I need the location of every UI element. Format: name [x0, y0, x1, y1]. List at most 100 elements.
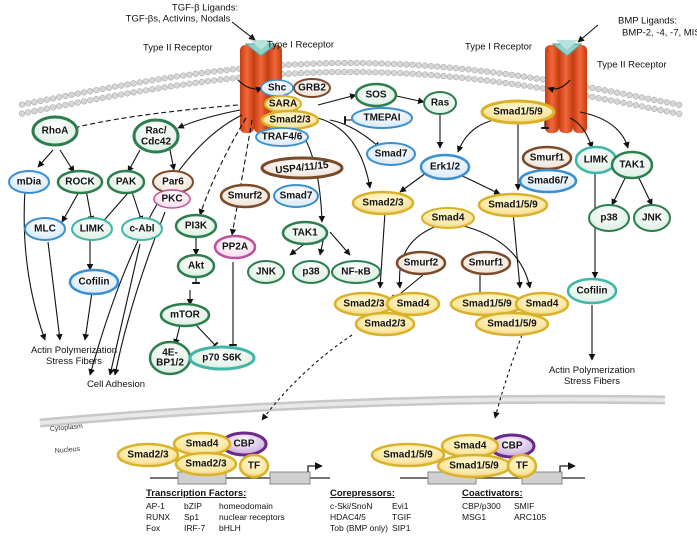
node-label: Smad2/3 [127, 450, 169, 461]
bmp-receptor-complex [545, 40, 587, 133]
legend-title: Coactivators: [462, 488, 523, 499]
node-label: PP2A [222, 242, 248, 253]
node-label: Smurf2 [404, 258, 439, 269]
node-cx-smad23b: Smad2/3 [354, 311, 416, 337]
node-rock: ROCK [56, 169, 104, 195]
node-label: Smad7 [280, 191, 313, 202]
legend-title: Transcription Factors: [146, 488, 246, 499]
node-label: Smad1/5/9 [487, 319, 537, 330]
node-limk-r: LIMK [574, 145, 618, 175]
actin-left-line2: Stress Fibers [46, 356, 102, 367]
node-label: mTOR [170, 310, 201, 321]
node-sos: SOS [354, 82, 398, 108]
node-label: Smurf2 [228, 191, 263, 202]
node-nfkb: NF-κB [331, 260, 381, 284]
node-label: Shc [268, 83, 287, 94]
legend-entry: nuclear receptors [219, 512, 285, 522]
node-label: TMEPAI [363, 113, 400, 124]
node-label: CBP [233, 439, 254, 450]
node-cx-smad4b: Smad4 [514, 291, 570, 317]
node-label: Par6 [162, 177, 184, 188]
node-nr-smad159b: Smad1/5/9 [436, 453, 512, 479]
node-label: Smad7 [375, 149, 408, 160]
node-label: BP1/2 [156, 358, 184, 369]
node-label: GRB2 [298, 83, 326, 94]
node-label: Smad1/5/9 [488, 200, 538, 211]
legend-entry: bHLH [219, 523, 241, 533]
node-label: CBP [501, 441, 522, 452]
node-label: Smad2/3 [364, 319, 406, 330]
node-smad23-top: Smad2/3 [260, 109, 320, 131]
pathway-edges [23, 21, 653, 421]
node-tmepai: TMEPAI [351, 107, 413, 129]
node-label: 4E- [162, 348, 178, 359]
bmp-ligand-list: BMP-2, -4, -7, MIS [622, 28, 697, 39]
node-ras: Ras [423, 91, 457, 115]
node-label: Smad6/7 [527, 176, 569, 187]
node-limk-l: LIMK [71, 217, 113, 241]
node-nl-smad4: Smad4 [172, 431, 232, 457]
node-pp2a: PP2A [213, 234, 257, 260]
node-cofilin-r: Cofilin [566, 277, 618, 305]
left-type1-receptor-label: Type I Receptor [267, 40, 334, 51]
legend-entry: HDAC4/5 [330, 512, 366, 522]
bmp-ligand-title: BMP Ligands: [618, 16, 677, 27]
node-label: PAK [116, 177, 137, 188]
node-smurf1-m: Smurf1 [460, 250, 512, 276]
node-label: PKC [161, 194, 182, 205]
node-label: Smad4 [432, 213, 465, 224]
node-label: MLC [34, 224, 56, 235]
node-p70: p70 S6K [188, 345, 256, 371]
legend-entry: IRF-7 [184, 523, 206, 533]
node-label: Smad1/5/9 [493, 107, 543, 118]
node-nl-tf: TF [238, 453, 270, 479]
node-label: Smad4 [397, 299, 430, 310]
node-traf46: TRAF4/6 [255, 127, 309, 147]
legend-entry: bZIP [184, 501, 202, 511]
legend-entry: Fox [146, 523, 161, 533]
node-label: SOS [365, 90, 386, 101]
node-label: NF-κB [341, 267, 370, 278]
node-smad4-mid: Smad4 [421, 207, 475, 229]
node-label: Smad2/3 [343, 299, 385, 310]
node-p38-r: p38 [588, 204, 630, 232]
node-label: Smurf1 [469, 258, 504, 269]
node-nr-smad159a: Smad1/5/9 [370, 442, 446, 468]
node-label: p38 [600, 213, 618, 224]
node-label: Cofilin [78, 277, 109, 288]
legend-entry: SMIF [514, 501, 534, 511]
node-smad159-top: Smad1/5/9 [480, 99, 556, 125]
node-nl-smad23b: Smad2/3 [174, 451, 238, 477]
node-mtor: mTOR [159, 302, 211, 328]
node-label: Smad2/3 [362, 198, 404, 209]
node-label: JNK [256, 267, 277, 278]
legend-entry: CBP/p300 [462, 501, 501, 511]
legend-entry: SIP1 [392, 523, 411, 533]
actin-right-line2: Stress Fibers [564, 376, 620, 387]
node-pi3k: PI3K [174, 213, 218, 239]
legend-title: Corepressors: [330, 488, 395, 499]
node-jnk-m: JNK [247, 260, 285, 284]
node-mlc: MLC [24, 217, 66, 241]
node-label: p38 [302, 267, 320, 278]
node-label: Cofilin [576, 286, 607, 297]
node-usp: USP4/11/15 [260, 156, 344, 180]
node-label: ROCK [65, 177, 95, 188]
actin-left-line1: Actin Polymerization [31, 345, 117, 356]
nuclear-envelope [39, 394, 666, 428]
node-grb2: GRB2 [293, 78, 331, 98]
node-label: Smad1/5/9 [383, 450, 433, 461]
node-nr-smad4: Smad4 [440, 433, 500, 459]
legend-entry: c-Ski/SnoN [330, 501, 373, 511]
node-label: Akt [188, 261, 205, 272]
nucleus-label: Nucleus [55, 446, 81, 455]
node-cx-smad23a: Smad2/3 [333, 291, 395, 317]
tgf-ligand-list: TGF-βs, Activins, Nodals [126, 14, 231, 25]
node-label: Smurf1 [530, 153, 565, 164]
legend-entry: MSG1 [462, 512, 486, 522]
legend-entry: Sp1 [184, 512, 199, 522]
node-cabl: c-Abl [121, 217, 163, 241]
node-rac-cdc42: Rac/Cdc42 [132, 118, 180, 154]
node-label: TF [248, 461, 260, 472]
